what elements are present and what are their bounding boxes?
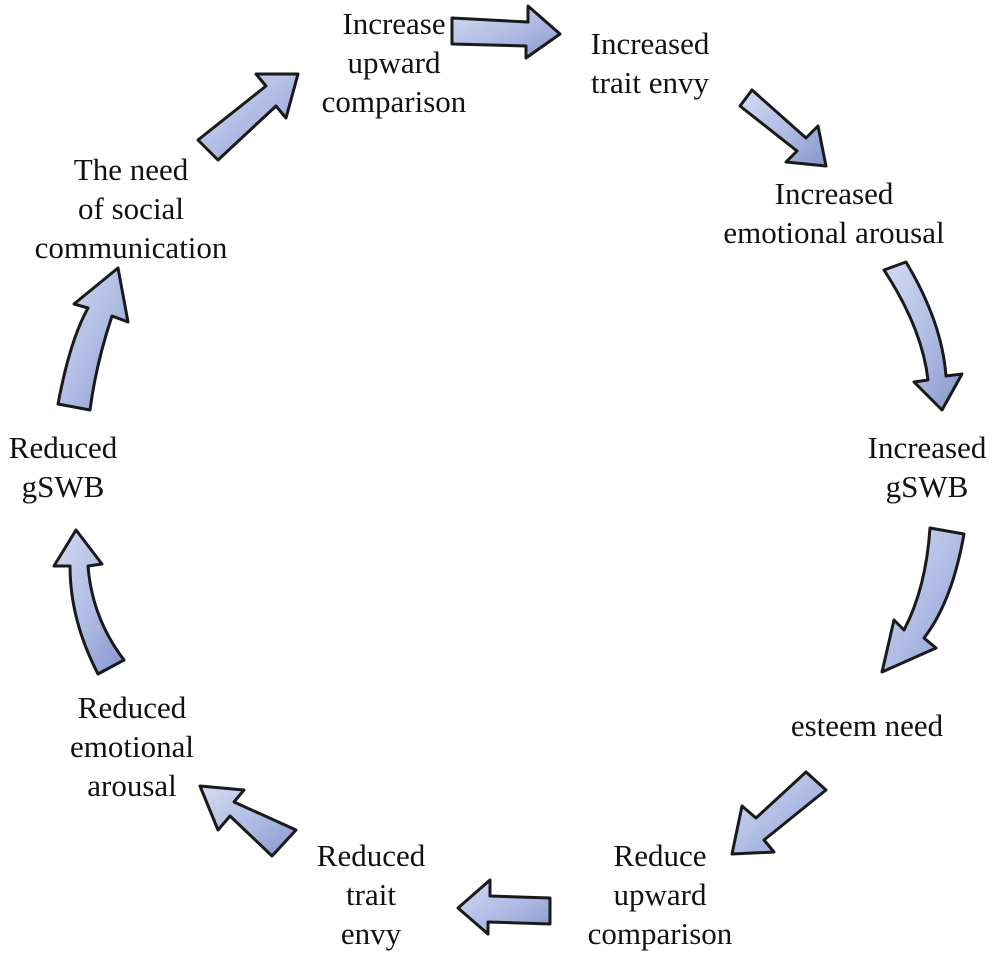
node-reduced-gswb: Reduced gSWB [0, 428, 126, 506]
node-line: emotional [70, 729, 194, 764]
node-line: Reduced [8, 430, 118, 465]
arrow-10 [196, 72, 300, 162]
node-line: of social [78, 191, 184, 226]
node-line: gSWB [21, 469, 105, 504]
node-increased-emotional-arousal: Increased emotional arousal [700, 174, 968, 252]
node-increased-trait-envy: Increased trait envy [570, 24, 730, 102]
arrow-9 [56, 266, 130, 412]
arrow-3 [882, 260, 964, 412]
node-esteem-need: esteem need [770, 706, 964, 745]
node-line: Reduced [77, 690, 187, 725]
arrow-7 [198, 784, 298, 858]
node-line: Reduced [316, 838, 426, 873]
node-increased-gswb: Increased gSWB [852, 428, 1000, 506]
node-line: Increased [867, 430, 987, 465]
node-line: emotional arousal [723, 215, 945, 250]
node-line: The need [73, 152, 189, 187]
node-line: arousal [87, 768, 177, 803]
node-reduced-trait-envy: Reduced trait envy [296, 836, 446, 953]
arrow-6 [456, 878, 552, 936]
node-need-of-social-communication: The need of social communication [16, 150, 246, 267]
node-line: Increased [590, 26, 710, 61]
node-line: comparison [321, 84, 467, 119]
node-line: gSWB [885, 469, 969, 504]
node-line: Increase [342, 6, 446, 41]
node-line: upward [613, 877, 707, 912]
arrow-2 [738, 88, 828, 168]
node-line: communication [34, 230, 228, 265]
node-line: Reduce [613, 838, 707, 873]
node-line: trait [346, 877, 396, 912]
node-line: trait envy [591, 65, 709, 100]
node-line: envy [340, 916, 402, 951]
node-reduced-emotional-arousal: Reduced emotional arousal [52, 688, 212, 805]
node-line: upward [347, 45, 441, 80]
node-line: comparison [587, 916, 733, 951]
arrow-1 [450, 4, 562, 60]
arrow-4 [880, 526, 966, 674]
node-line: Increased [774, 176, 894, 211]
node-line: esteem need [790, 708, 944, 743]
arrow-8 [52, 528, 126, 676]
node-reduce-upward-comparison: Reduce upward comparison [570, 836, 750, 953]
node-increase-upward-comparison: Increase upward comparison [304, 4, 484, 121]
arrow-5 [730, 770, 828, 856]
